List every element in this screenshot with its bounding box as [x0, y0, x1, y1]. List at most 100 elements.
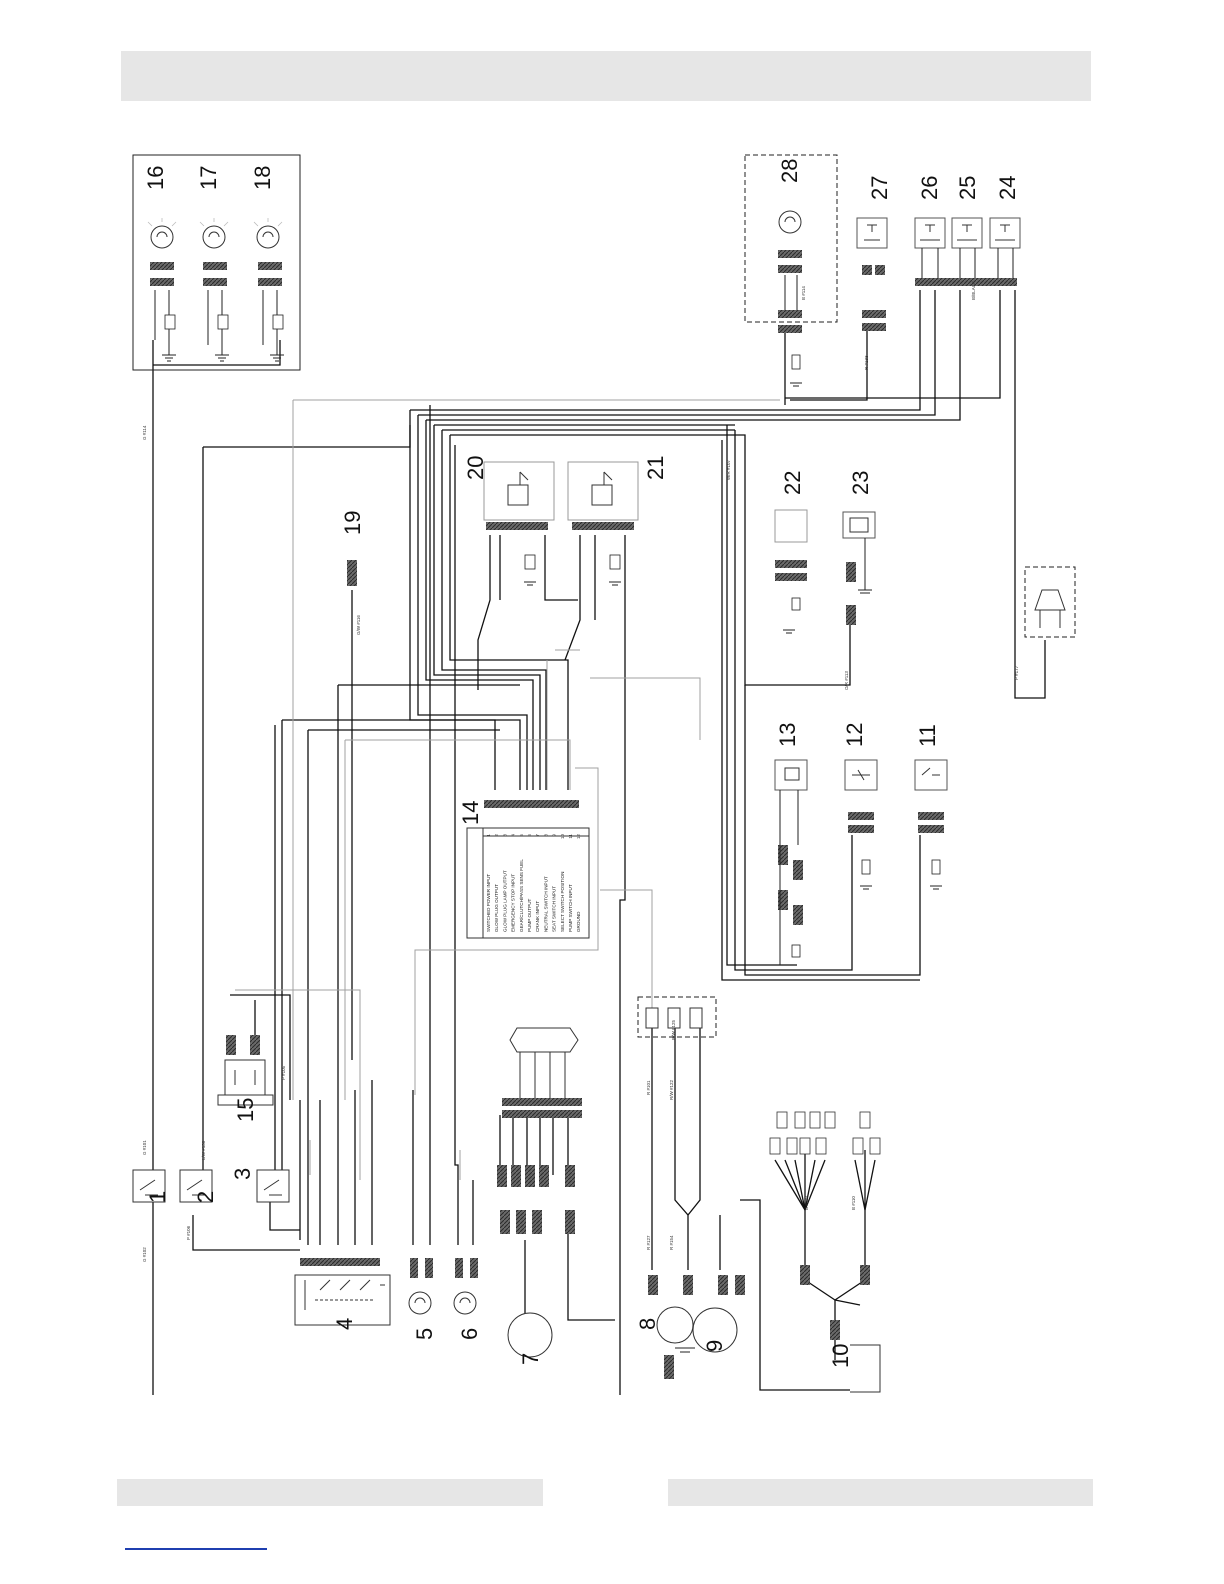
wire-label: W/R #107: [726, 459, 731, 480]
component-number-23: 23: [848, 471, 873, 495]
component-23: [842, 511, 876, 625]
component-number-7: 7: [518, 1353, 543, 1365]
component-number-2: 2: [193, 1191, 218, 1203]
connector-6: [455, 1258, 463, 1278]
controller-pin: 2: [494, 834, 499, 837]
relay-20: [483, 461, 555, 586]
component-number-21: 21: [643, 456, 668, 480]
component-number-28: 28: [777, 159, 802, 183]
controller-function: PUMP SWITCH INPUT: [568, 884, 573, 932]
switch-3: [256, 1169, 290, 1203]
lamp-6: [453, 1291, 477, 1315]
component-15: [217, 1035, 274, 1106]
connector-19: [347, 560, 357, 586]
footer-right-band: [668, 1479, 1093, 1506]
controller-pin: 7: [535, 834, 540, 837]
controller-function: GROUND: [576, 911, 581, 932]
component-number-18: 18: [250, 166, 275, 190]
lamp-28-box: [744, 154, 838, 323]
wire-label: B #119: [804, 1196, 809, 1210]
component-number-6: 6: [457, 1328, 482, 1340]
wire-label: G #102: [142, 1247, 147, 1262]
header-band: [121, 51, 1091, 101]
controller-pin: 3: [502, 834, 507, 837]
switch-25: [951, 217, 983, 249]
controller-pin: 4: [511, 834, 516, 837]
ignition-switch-4: [294, 1258, 391, 1326]
fuse-block: [637, 996, 717, 1038]
wire-label: G #101: [142, 1140, 147, 1155]
controller-pin: 11: [568, 834, 573, 839]
controller-function: PUMP OUTPUT: [527, 898, 532, 932]
controller-pin: 5: [519, 834, 524, 837]
connector-24-26: [915, 278, 1017, 286]
controller-function: EMERGENCY STOP INPUT: [511, 874, 516, 932]
engine-module: [502, 1027, 582, 1118]
sensor-horn: [1024, 566, 1076, 638]
connector-6b: [470, 1258, 478, 1278]
fuse-bank: [769, 1111, 881, 1155]
component-number-26: 26: [917, 176, 942, 200]
component-number-16: 16: [143, 166, 168, 190]
wire-label: R #127: [646, 1235, 651, 1250]
controller-14: [466, 800, 590, 939]
component-number-8: 8: [635, 1318, 660, 1330]
controller-function: SEAT SWITCH INPUT: [552, 886, 557, 932]
component-number-10: 10: [828, 1344, 853, 1368]
controller-function: GLOW PLUG OUTPUT: [494, 884, 499, 932]
wire-label: R/W #125: [671, 1019, 676, 1040]
wire-harness: [152, 290, 1046, 1395]
wire-harness-light: [235, 399, 780, 1180]
component-number-20: 20: [463, 456, 488, 480]
component-number-25: 25: [955, 176, 980, 200]
wire-label: O/R #113: [844, 671, 849, 690]
lamp-group-box: [132, 154, 301, 371]
controller-pin: 8: [543, 834, 548, 837]
relay-21: [567, 461, 639, 586]
controller-function: CRANK INPUT: [535, 901, 540, 932]
component-number-17: 17: [196, 166, 221, 190]
solenoid-8: [664, 1347, 695, 1379]
connector-5: [410, 1258, 418, 1278]
starter-9: [648, 1275, 745, 1353]
controller-function: GEAR/CLUTCH/PASS SENS FUEL: [519, 859, 524, 932]
wire-label: G #114: [142, 425, 147, 440]
component-number-14: 14: [458, 801, 483, 825]
controller-function: NEUTRAL SWITCH INPUT: [543, 876, 548, 932]
switch-27: [856, 217, 888, 331]
component-number-19: 19: [340, 511, 365, 535]
component-number-3: 3: [230, 1168, 255, 1180]
wire-label: R #133: [864, 355, 869, 370]
wire-label: L/W #130: [201, 1140, 206, 1160]
switch-11: [914, 759, 948, 890]
switch-1: [132, 1169, 166, 1203]
wire-label: P #105: [281, 1065, 286, 1080]
switch-2: [179, 1169, 213, 1203]
controller-pin: 12: [576, 834, 581, 840]
footer-link-underline[interactable]: [125, 1548, 267, 1550]
switch-13: [774, 759, 808, 965]
lamp-18: [253, 218, 284, 362]
switch-12: [844, 759, 878, 890]
component-number-15: 15: [233, 1098, 258, 1122]
wire-label: B/BLACK: [971, 281, 976, 300]
controller-pin: 9: [552, 834, 557, 837]
wire-label: G/W #116: [356, 615, 361, 635]
wire-label: R #154: [669, 1235, 674, 1250]
component-number-9: 9: [702, 1340, 727, 1352]
footer-left-band: [117, 1479, 543, 1506]
component-10: [800, 1265, 881, 1393]
component-number-11: 11: [915, 724, 940, 747]
lamp-28: [778, 210, 802, 387]
lamp-16: [147, 218, 177, 362]
lamp-5: [408, 1291, 432, 1315]
wire-label: R #101: [646, 1080, 651, 1095]
controller-function: SWITCHED POWER INPUT: [486, 874, 491, 932]
connector-5b: [425, 1258, 433, 1278]
component-22: [774, 509, 808, 634]
component-number-24: 24: [995, 176, 1020, 200]
wire-label: R/W #122: [669, 1079, 674, 1100]
